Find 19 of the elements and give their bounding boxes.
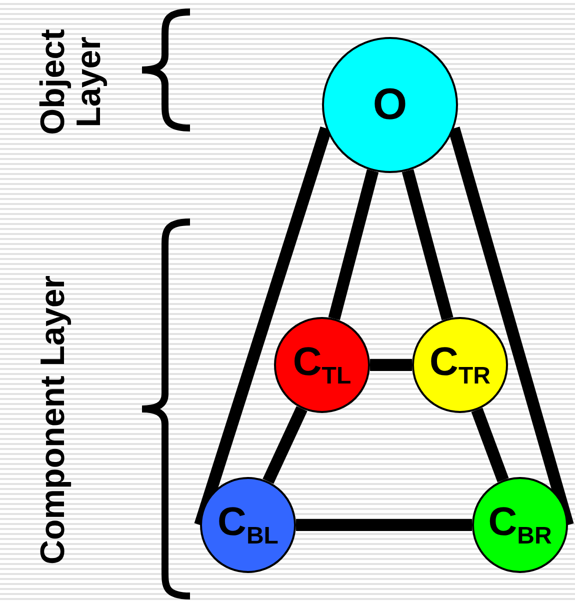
connector-line (471, 408, 509, 482)
connector-line (194, 126, 332, 527)
connector-line (448, 126, 574, 527)
node-label: C$_{BL}$ (218, 502, 278, 548)
connector-line (328, 169, 379, 320)
layer-label: Object Layer (36, 28, 108, 137)
node-circle (412, 317, 508, 413)
node-circle (322, 37, 458, 173)
connector-line (262, 406, 308, 484)
node-label: C$_{TR}$ (430, 342, 490, 388)
node-circle (200, 477, 296, 573)
node-label: C$_{BR}$ (488, 502, 552, 548)
node-label: C$_{TL}$ (292, 342, 352, 388)
layer-label: Component Layer (36, 274, 73, 567)
connector-line (402, 169, 454, 320)
node-label: O (372, 83, 408, 127)
node-circle (472, 477, 568, 573)
connector-line (296, 519, 472, 531)
connector-line (370, 359, 412, 371)
